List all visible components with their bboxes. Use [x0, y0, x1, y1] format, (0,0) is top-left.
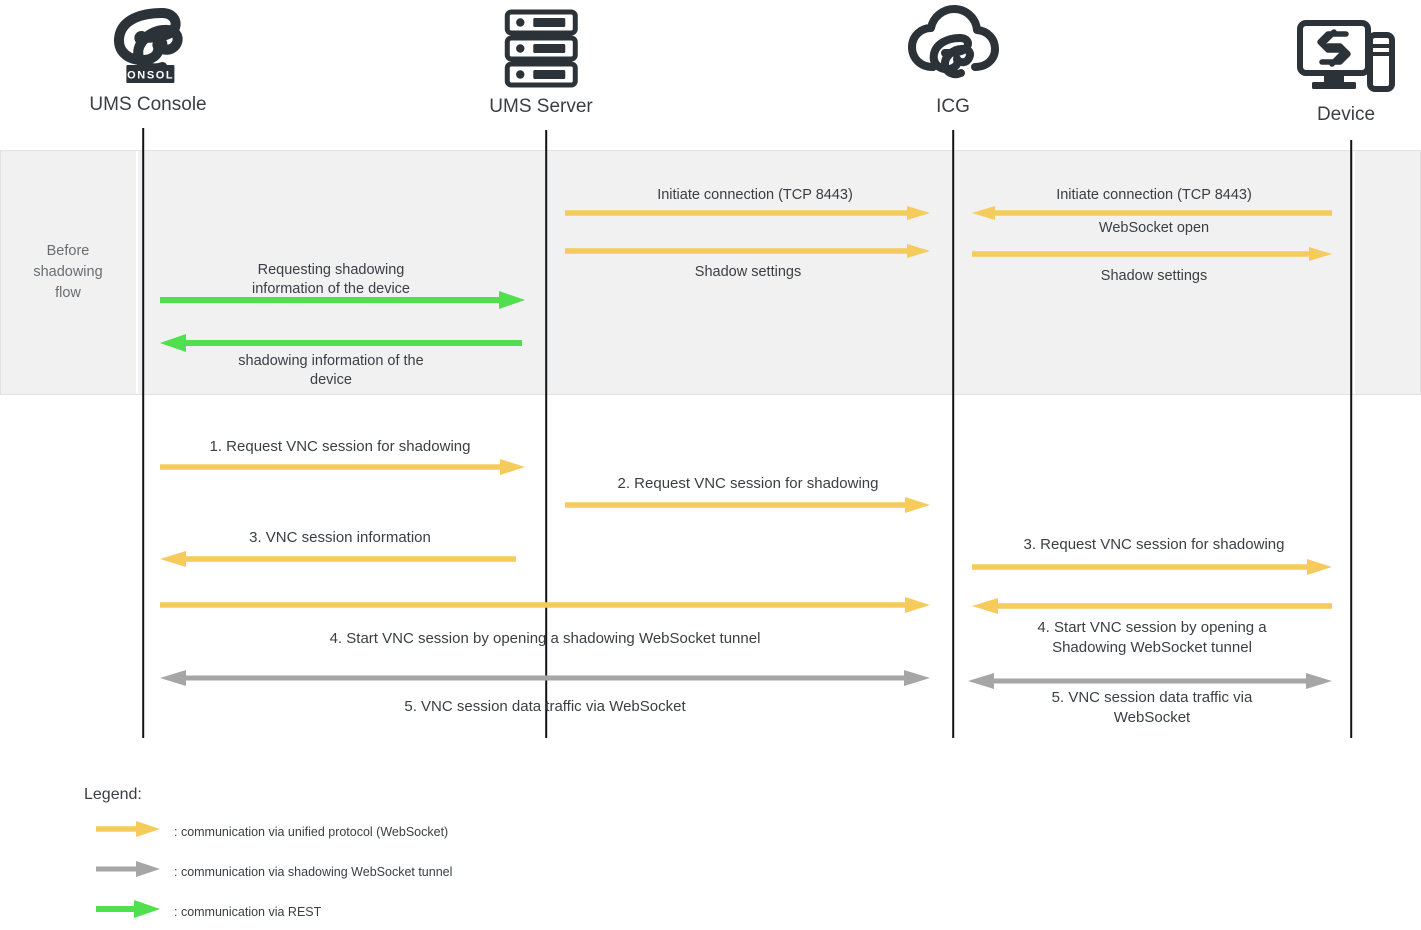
arrow-step5-left [160, 669, 930, 687]
message-label-icg-device-shadow-settings: Shadow settings [1100, 268, 1208, 284]
legend-title: Legend: [84, 786, 142, 803]
arrow-icg-device-wsopen [972, 247, 1332, 261]
arrow-step4-right [972, 598, 1332, 614]
arrow-step3-icg [972, 559, 1332, 575]
actor-device: Device [1294, 12, 1398, 126]
legend-item-unified: : communication via unified protocol (We… [96, 820, 448, 843]
arrow-step3-console [160, 551, 516, 567]
lifeline-ums-console [142, 128, 144, 738]
band-divider-left [136, 151, 138, 394]
svg-text:CONSOLE: CONSOLE [117, 70, 183, 82]
lifeline-icg [952, 130, 954, 738]
arrow-step4-left [160, 597, 930, 613]
arrow-requesting-shadowing-info [160, 291, 525, 309]
actor-ums-server: UMS Server [489, 4, 593, 118]
arrow-ums-icg-initiate [565, 206, 930, 220]
ums-console-logo-icon: CONSOLE [89, 2, 206, 92]
band-divider-right [1353, 151, 1355, 394]
message-label-step4-left: 4. Start VNC session by opening a shadow… [329, 630, 761, 647]
legend-item-rest: : communication via REST [96, 900, 321, 923]
lifeline-ums-server [545, 130, 547, 738]
arrow-step1 [160, 459, 525, 475]
message-label-step3-console: 3. VNC session information [249, 529, 431, 546]
actor-ums-console: CONSOLE UMS Console [89, 2, 207, 116]
lifeline-device [1350, 140, 1352, 738]
server-rack-icon [489, 4, 592, 94]
legend-text-rest: : communication via REST [174, 904, 322, 919]
message-label-icg-device-wsopen: WebSocket open [1098, 220, 1210, 236]
legend-arrow-tunnel-icon [96, 860, 160, 883]
arrow-icg-device-initiate [972, 206, 1332, 220]
message-label-shadowing-info-response: shadowing information of the device [238, 353, 424, 389]
band-label: Before shadowing flow [33, 242, 103, 301]
message-label-step3-icg: 3. Request VNC session for shadowing [1023, 536, 1285, 553]
message-label-ums-icg-shadow-settings: Shadow settings [694, 264, 802, 280]
message-label-ums-icg-initiate: Initiate connection (TCP 8443) [657, 187, 853, 203]
desktop-device-icon [1294, 12, 1398, 102]
legend-arrow-unified-icon [96, 820, 160, 843]
legend-text-tunnel: : communication via shadowing WebSocket … [174, 864, 453, 879]
actor-label-ums-server: UMS Server [489, 96, 593, 117]
before-shadowing-band [0, 150, 1421, 395]
actor-label-device: Device [1316, 104, 1376, 125]
actor-label-ums-console: UMS Console [89, 94, 207, 115]
message-label-step1: 1. Request VNC session for shadowing [209, 438, 471, 455]
legend-item-tunnel: : communication via shadowing WebSocket … [96, 860, 452, 883]
message-label-step2: 2. Request VNC session for shadowing [617, 475, 879, 492]
legend-text-unified: : communication via unified protocol (We… [174, 824, 449, 839]
legend-arrow-rest-icon [96, 900, 160, 923]
message-label-requesting-shadowing-info: Requesting shadowing information of the … [252, 262, 410, 298]
actor-label-icg: ICG [936, 96, 970, 117]
arrow-shadowing-info-response [160, 334, 522, 352]
actor-icg: ICG [903, 4, 1003, 118]
message-label-step4-right: 4. Start VNC session by opening a Shadow… [1037, 619, 1267, 656]
cloud-gateway-icon [903, 4, 1003, 94]
message-label-step5-left: 5. VNC session data traffic via WebSocke… [404, 698, 686, 715]
arrow-ums-icg-shadow-settings [565, 244, 930, 258]
message-label-icg-device-initiate: Initiate connection (TCP 8443) [1056, 187, 1252, 203]
arrow-step2 [565, 497, 930, 513]
message-label-step5-right: 5. VNC session data traffic via WebSocke… [1051, 689, 1253, 726]
arrow-step5-right [968, 672, 1332, 690]
